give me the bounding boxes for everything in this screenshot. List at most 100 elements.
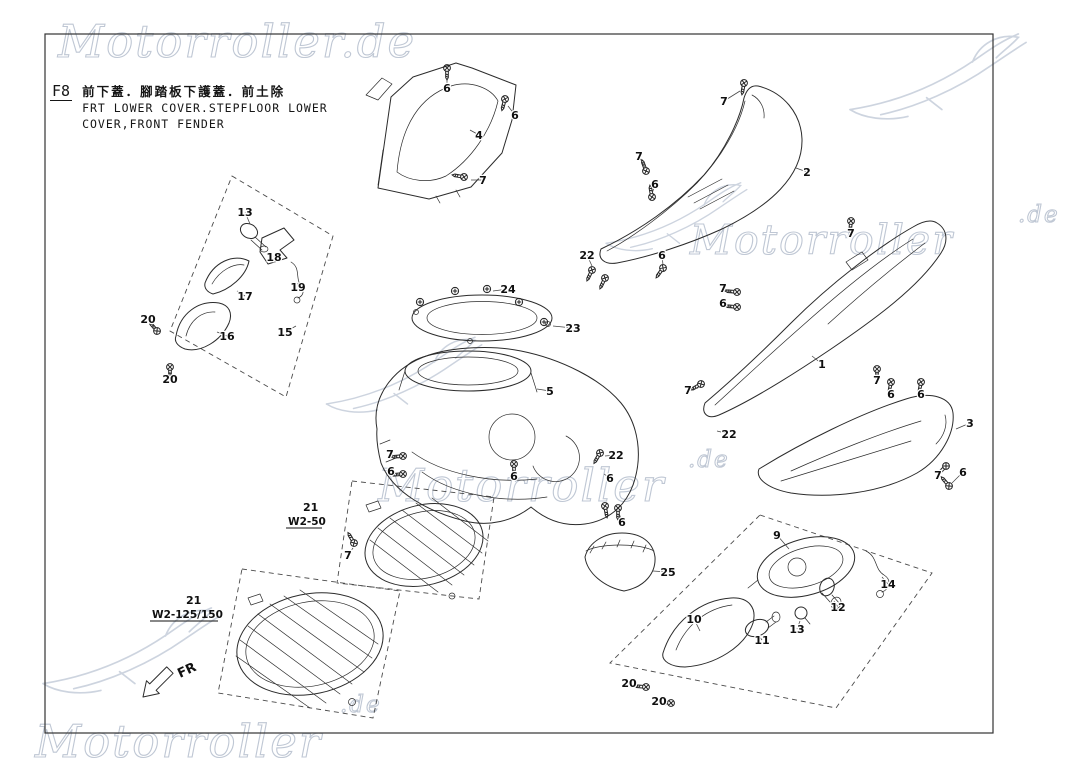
watermark-right: Motorroller xyxy=(689,216,954,264)
part-number-callout: 7 xyxy=(847,227,855,240)
leader-line xyxy=(881,576,889,585)
rear-lamp-group-drawing xyxy=(609,514,933,709)
part-number-callout: 7 xyxy=(344,549,352,562)
watermark-layer: Motorroller.de Motorroller .de Motorroll… xyxy=(33,14,1060,768)
leader-line xyxy=(833,600,839,608)
variant-part-number: 21 xyxy=(303,501,318,514)
part-number-callout: 20 xyxy=(651,695,667,708)
part-number-callout: 24 xyxy=(500,283,516,296)
part-number-callout: 1 xyxy=(818,358,826,371)
screw-icon xyxy=(344,530,360,549)
leader-line xyxy=(758,635,763,641)
diagram-code: F8 xyxy=(50,82,73,101)
leader-line xyxy=(604,454,617,457)
leader-line xyxy=(390,470,400,476)
screw-icon xyxy=(583,264,598,283)
leader-line xyxy=(618,512,623,523)
part-number-callout: 13 xyxy=(789,623,804,636)
gasket-23-drawing xyxy=(411,294,553,344)
part-1-side-cover-drawing xyxy=(703,220,947,418)
leader-line xyxy=(284,325,297,333)
fr-arrow-icon xyxy=(142,666,174,698)
leader-layer xyxy=(147,79,971,706)
part-number-callout: 6 xyxy=(917,388,925,401)
leader-line xyxy=(776,534,790,550)
leader-line xyxy=(216,331,228,337)
part-number-callout: 16 xyxy=(219,330,235,343)
part-number-callout: 22 xyxy=(721,428,736,441)
part-number-callout: 7 xyxy=(934,469,942,482)
leader-line xyxy=(693,618,701,632)
leader-line xyxy=(658,700,667,706)
leader-line xyxy=(652,570,669,573)
leader-line xyxy=(244,211,251,225)
part-number-callout: 20 xyxy=(140,313,156,326)
leader-line xyxy=(723,90,741,102)
bolt-icon xyxy=(450,286,460,296)
leader-line xyxy=(389,453,400,459)
fr-label: FR xyxy=(175,660,198,682)
part-number-callout: 22 xyxy=(608,449,623,462)
part-number-callout: 15 xyxy=(277,326,292,339)
bolt-icon xyxy=(514,297,524,307)
leader-line xyxy=(795,167,808,173)
bird-logo-icon xyxy=(849,33,1027,120)
leader-line xyxy=(722,287,734,294)
screw-icon xyxy=(652,262,669,281)
screw-icon xyxy=(724,302,742,312)
leader-line xyxy=(469,129,480,136)
drawing-frame xyxy=(44,33,994,734)
bolt-layer xyxy=(415,284,549,327)
leader-line xyxy=(955,422,971,430)
part-number-callout: 23 xyxy=(565,322,580,335)
leader-line xyxy=(722,302,734,309)
part-number-callout: 6 xyxy=(651,178,659,191)
screw-icon xyxy=(596,272,611,291)
part-2-stepfloor-panel-drawing xyxy=(599,85,803,264)
leader-line xyxy=(811,355,823,365)
part-number-callout: 5 xyxy=(546,385,554,398)
grille-w2-125-150-drawing xyxy=(217,568,401,719)
leader-line xyxy=(628,682,642,689)
part-number-callout: 18 xyxy=(266,251,281,264)
part-number-callout: 14 xyxy=(880,578,896,591)
leader-line xyxy=(347,547,354,556)
fr-direction-indicator: FR xyxy=(142,660,199,698)
leader-line xyxy=(236,290,246,297)
part-number-callout: 6 xyxy=(887,388,895,401)
part-number-callout: 6 xyxy=(606,472,614,485)
part-number-callout: 7 xyxy=(873,374,881,387)
part-number-callout: 7 xyxy=(719,282,727,295)
part-number-callout: 7 xyxy=(635,150,643,163)
part-number-callout: 22 xyxy=(579,249,594,262)
part-number-callout: 9 xyxy=(773,529,781,542)
part-number-callout: 6 xyxy=(387,465,395,478)
part-number-callout: 19 xyxy=(290,281,305,294)
part-number-callout: 25 xyxy=(660,566,675,579)
part-number-callout: 7 xyxy=(479,174,487,187)
part-number-callout: 6 xyxy=(618,516,626,529)
title-block: F8 前下蓋．腳踏板下護蓋．前土除 FRT LOWER COVER.STEPFL… xyxy=(50,84,328,132)
bolt-icon xyxy=(415,297,425,307)
part-number-callout: 12 xyxy=(830,601,845,614)
part-number-callout: 6 xyxy=(511,109,519,122)
part-number-callout: 4 xyxy=(475,129,483,142)
leader-line xyxy=(507,105,516,116)
watermark-middle-suffix: .de xyxy=(688,447,730,473)
turn-signal-group-drawing xyxy=(169,175,334,398)
part-number-callout: 11 xyxy=(754,634,769,647)
part-number-callout: 20 xyxy=(621,677,637,690)
variant-model-label: W2-50 xyxy=(288,516,326,528)
leader-line xyxy=(552,325,574,329)
leader-line xyxy=(651,183,656,195)
leader-line xyxy=(638,155,646,169)
screw-icon xyxy=(498,94,510,112)
leader-line xyxy=(603,473,611,479)
watermark-bottom: Motorroller xyxy=(34,715,323,768)
part-number-callout: 6 xyxy=(719,297,727,310)
leader-line xyxy=(147,318,156,330)
watermark-right-suffix: .de xyxy=(1018,202,1060,228)
watermark-top: Motorroller.de xyxy=(57,15,416,68)
